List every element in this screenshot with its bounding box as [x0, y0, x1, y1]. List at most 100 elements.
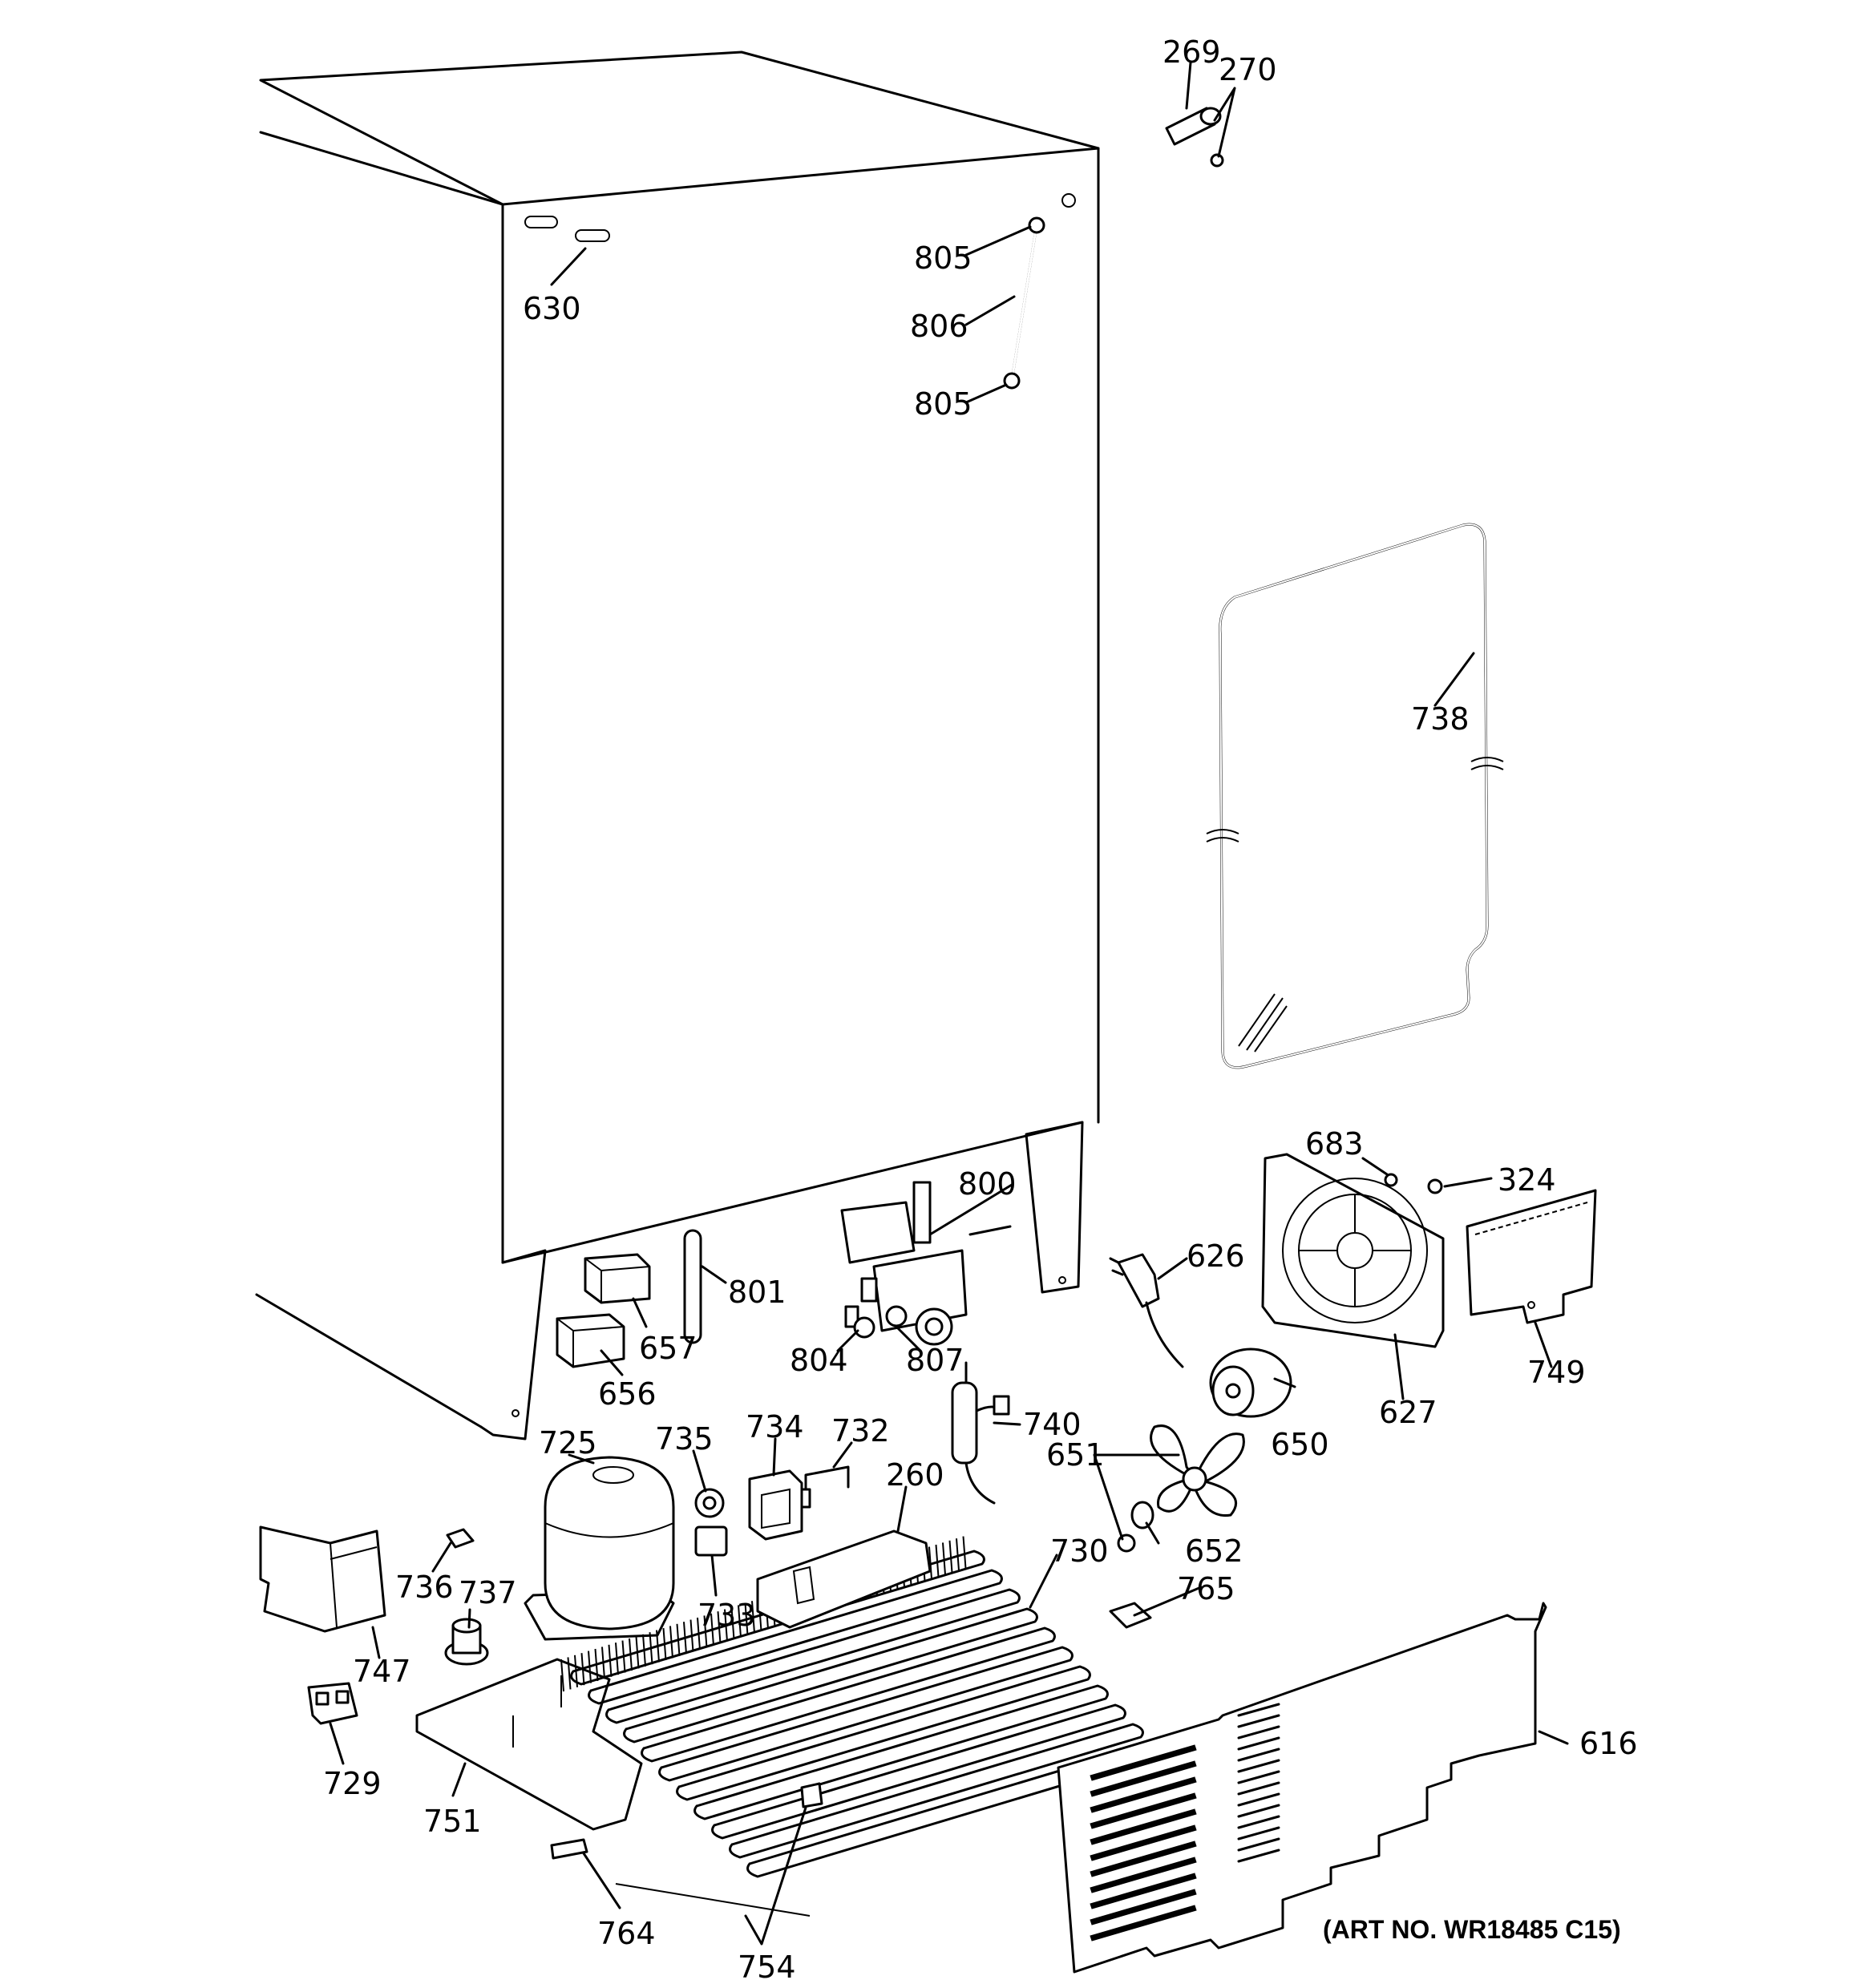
fan-motor-650 [1209, 1348, 1292, 1418]
coil-fin [730, 1606, 735, 1640]
part-729 [307, 1682, 358, 1725]
cover-749 [1427, 1178, 1597, 1324]
coil-fin [669, 1626, 673, 1659]
label-807: 807 [906, 1343, 964, 1378]
grille-vent [1237, 1714, 1280, 1728]
label-740: 740 [1023, 1407, 1082, 1442]
coil-fin [956, 1538, 960, 1571]
coil-fin [635, 1636, 640, 1669]
label-764: 764 [597, 1916, 656, 1951]
coil-fin [928, 1546, 932, 1579]
label-804: 804 [790, 1343, 848, 1378]
label-730: 730 [1050, 1533, 1109, 1569]
coil-pass [729, 1723, 1144, 1859]
coil-fin [608, 1644, 613, 1677]
coil-fin [662, 1627, 667, 1661]
label-732: 732 [831, 1413, 890, 1449]
coil-fin [717, 1611, 722, 1644]
label-270: 270 [1219, 52, 1277, 87]
grille-vent [1237, 1837, 1280, 1852]
fan-shroud-627 [1261, 1153, 1445, 1348]
relay-734 [748, 1469, 811, 1541]
label-800: 800 [958, 1166, 1017, 1202]
coil-pass [658, 1646, 1074, 1782]
coil-fin [703, 1615, 708, 1648]
grille-vent [1237, 1725, 1280, 1740]
bracket-657 [584, 1253, 651, 1304]
clip-736 [446, 1528, 475, 1549]
label-269: 269 [1162, 34, 1221, 70]
coil-fin [676, 1623, 681, 1656]
grille-slot [1090, 1889, 1197, 1925]
label-729: 729 [323, 1766, 382, 1801]
overload-733 [694, 1525, 728, 1557]
grille-vent [1237, 1703, 1280, 1717]
cover-747 [259, 1525, 386, 1633]
coil-fin [588, 1651, 592, 1683]
coil-fin [744, 1602, 749, 1635]
coil-fin [621, 1640, 626, 1673]
tube-801 [683, 1229, 702, 1344]
coil-pass [711, 1703, 1126, 1840]
coil-fin [580, 1653, 585, 1686]
clip-765 [1109, 1602, 1152, 1629]
label-738: 738 [1411, 701, 1470, 737]
coil-fin [751, 1601, 755, 1634]
part-labels: 269 270 805 806 805 630 738 683 324 800 … [323, 34, 1638, 1985]
refrigerator-cabinet [255, 51, 1100, 1440]
grille-vent [1237, 1804, 1280, 1818]
coil-fin [560, 1659, 564, 1692]
art-number: (ART NO. WR18485 C15) [1323, 1915, 1621, 1944]
grille-vent [1237, 1770, 1280, 1784]
label-754: 754 [738, 1950, 796, 1984]
grille-616 [1057, 1602, 1547, 1974]
label-751: 751 [423, 1804, 482, 1839]
label-683: 683 [1305, 1126, 1364, 1162]
coil-pass [641, 1626, 1056, 1763]
label-627: 627 [1379, 1395, 1437, 1430]
label-734: 734 [746, 1409, 804, 1445]
base-edge [615, 1883, 811, 1917]
label-657: 657 [639, 1331, 698, 1366]
label-656: 656 [598, 1376, 657, 1412]
coil-fin [574, 1655, 578, 1687]
label-652: 652 [1185, 1533, 1243, 1569]
coil-fin [697, 1617, 701, 1651]
nut-804 [853, 1316, 875, 1339]
coil-fin [942, 1542, 946, 1575]
coil-pass [676, 1665, 1091, 1801]
power-cord-626 [1109, 1253, 1184, 1368]
label-801: 801 [728, 1275, 786, 1310]
label-324: 324 [1498, 1162, 1556, 1198]
grille-slot [1090, 1824, 1197, 1861]
label-737: 737 [459, 1575, 517, 1610]
grille-slot [1090, 1760, 1197, 1797]
grille-vent [1237, 1826, 1280, 1841]
grille-slot [1090, 1792, 1197, 1829]
coil-pass [588, 1569, 1003, 1705]
coil-fin [567, 1657, 572, 1690]
label-260: 260 [886, 1457, 944, 1493]
clip-764 [550, 1838, 588, 1860]
coil-fin [629, 1638, 633, 1671]
grommet-737 [444, 1618, 489, 1666]
coil-fin [656, 1630, 660, 1663]
grille-vent [1237, 1736, 1280, 1751]
label-630: 630 [523, 291, 581, 326]
grille-slot [1090, 1857, 1197, 1893]
coil-pass [605, 1588, 1021, 1724]
grille-slot [1090, 1744, 1197, 1781]
bracket-656 [556, 1313, 625, 1368]
label-651: 651 [1046, 1437, 1105, 1473]
water-tube-assembly [1003, 216, 1045, 390]
grille-vent [1237, 1748, 1280, 1762]
base-pan-751 [415, 1658, 643, 1831]
part-260-tray [756, 1529, 932, 1629]
leader-lines [329, 61, 1569, 1946]
coil-fin [642, 1634, 646, 1667]
water-valve-800 [840, 1181, 968, 1346]
coil-pass [623, 1607, 1038, 1744]
grille-vent [1237, 1792, 1280, 1807]
